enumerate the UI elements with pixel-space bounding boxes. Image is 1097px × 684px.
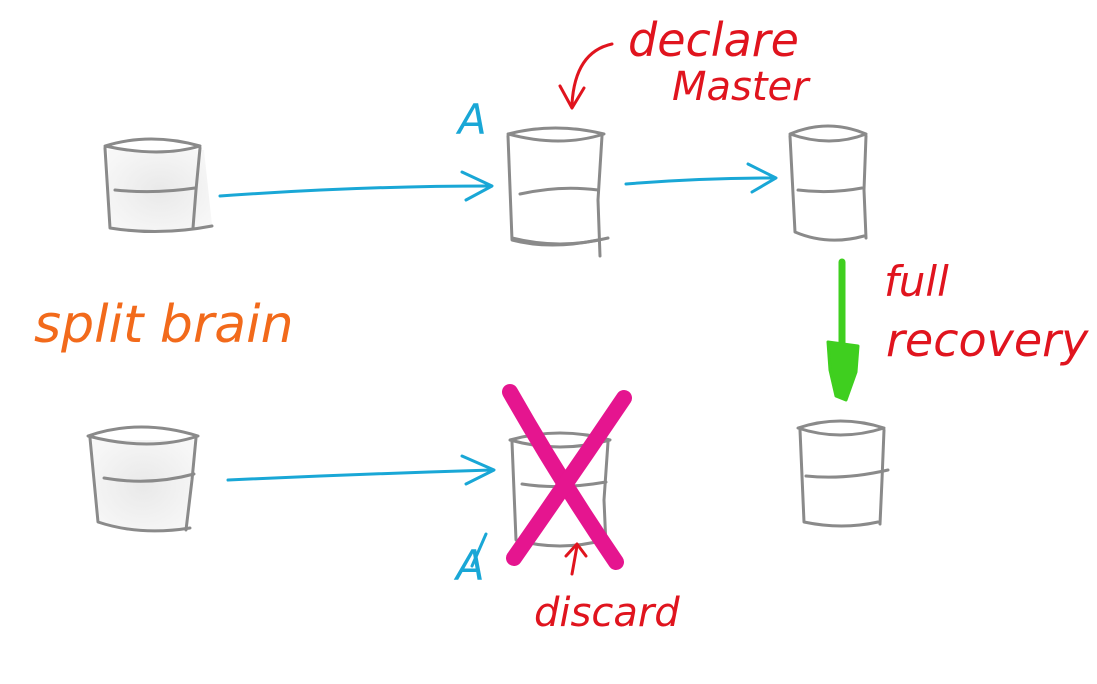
replication-arrow-top-left (218, 170, 494, 202)
label-master: Master (672, 64, 811, 110)
label-discard: discard (534, 590, 680, 636)
label-recovery: recovery (886, 313, 1089, 367)
database-a-master (506, 126, 610, 258)
replication-arrow-bottom (226, 454, 496, 486)
a-prime-strike (470, 532, 488, 568)
discard-pointer (564, 542, 588, 576)
database-top-left (103, 137, 214, 234)
label-split-brain: split brain (34, 295, 294, 355)
declare-master-pointer (558, 42, 614, 110)
database-bottom-left (86, 425, 200, 533)
database-top-right (788, 124, 868, 242)
replication-arrow-top-right (624, 162, 778, 194)
full-recovery-arrow (826, 258, 860, 402)
label-declare: declare (628, 13, 799, 67)
discard-x-mark (502, 384, 632, 570)
label-full: full (884, 257, 949, 306)
database-bottom-right (796, 419, 890, 528)
label-a-master: A (455, 95, 487, 144)
